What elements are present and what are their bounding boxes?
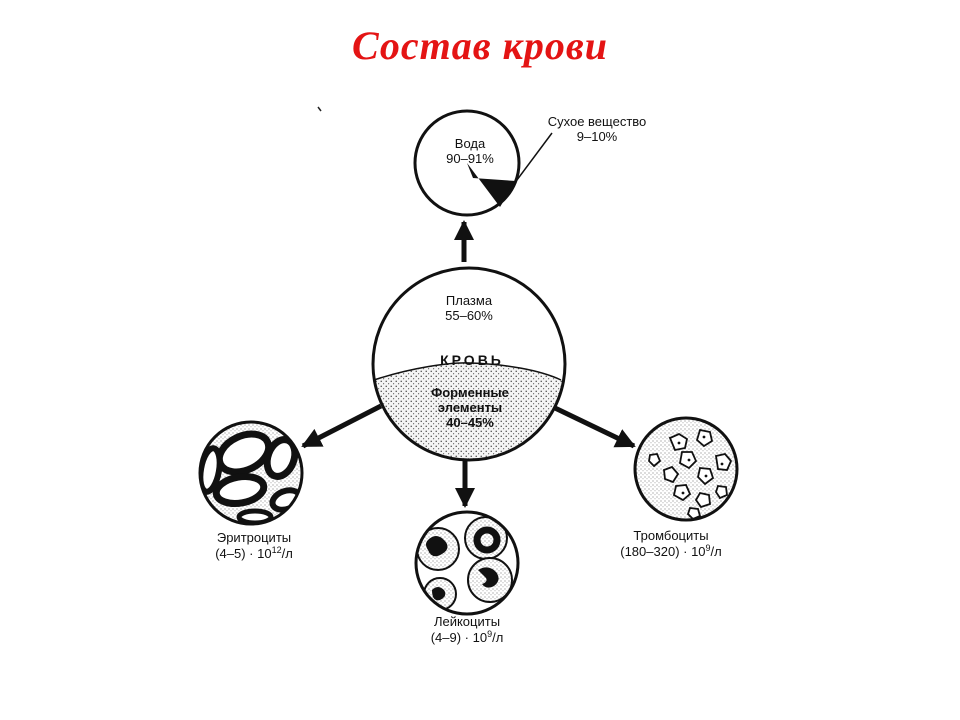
platelet	[663, 465, 680, 484]
platelets-circle: Тромбоциты (180–320) · 109/л	[620, 416, 739, 559]
arrow-to-erythrocytes	[301, 403, 383, 449]
dry-matter-label: Сухое вещество	[548, 114, 647, 129]
platelet	[715, 485, 728, 500]
dry-matter-slice	[467, 163, 516, 207]
leukocytes-count: (4–9) · 109/л	[431, 629, 504, 645]
dry-matter-value: 9–10%	[577, 129, 618, 144]
platelet	[714, 453, 733, 471]
water-value: 90–91%	[446, 151, 494, 166]
plasma-value: 55–60%	[445, 308, 493, 323]
leukocytes-label: Лейкоциты	[434, 614, 500, 629]
erythrocytes-label: Эритроциты	[217, 530, 291, 545]
plasma-label: Плазма	[446, 293, 493, 308]
blood-label: КРОВЬ	[440, 352, 504, 368]
erythrocytes-count: (4–5) · 1012/л	[215, 545, 293, 561]
stray-mark	[317, 106, 322, 112]
formed-elements-label-2: элементы	[438, 400, 502, 415]
erythrocyte-cell	[263, 436, 299, 480]
erythrocyte-cell	[212, 473, 268, 507]
platelet	[694, 491, 711, 509]
formed-elements-value: 40–45%	[446, 415, 494, 430]
leukocytes-circle: Лейкоциты (4–9) · 109/л	[414, 510, 520, 645]
erythrocytes-circle: Эритроциты (4–5) · 1012/л	[198, 420, 304, 561]
dry-matter-leader-line	[501, 132, 553, 201]
formed-elements-label-1: Форменные	[431, 385, 509, 400]
page-title: Состав крови	[351, 23, 609, 68]
blood-circle: Плазма 55–60% КРОВЬ Форменные элементы 4…	[371, 266, 567, 462]
water-label: Вода	[455, 136, 486, 151]
platelets-count: (180–320) · 109/л	[620, 543, 722, 559]
formed-elements-region	[373, 362, 565, 460]
platelet	[648, 453, 662, 468]
platelets-label: Тромбоциты	[633, 528, 708, 543]
arrow-to-platelets	[553, 405, 636, 449]
plasma-composition-pie: Вода 90–91% Сухое вещество 9–10%	[413, 109, 647, 217]
